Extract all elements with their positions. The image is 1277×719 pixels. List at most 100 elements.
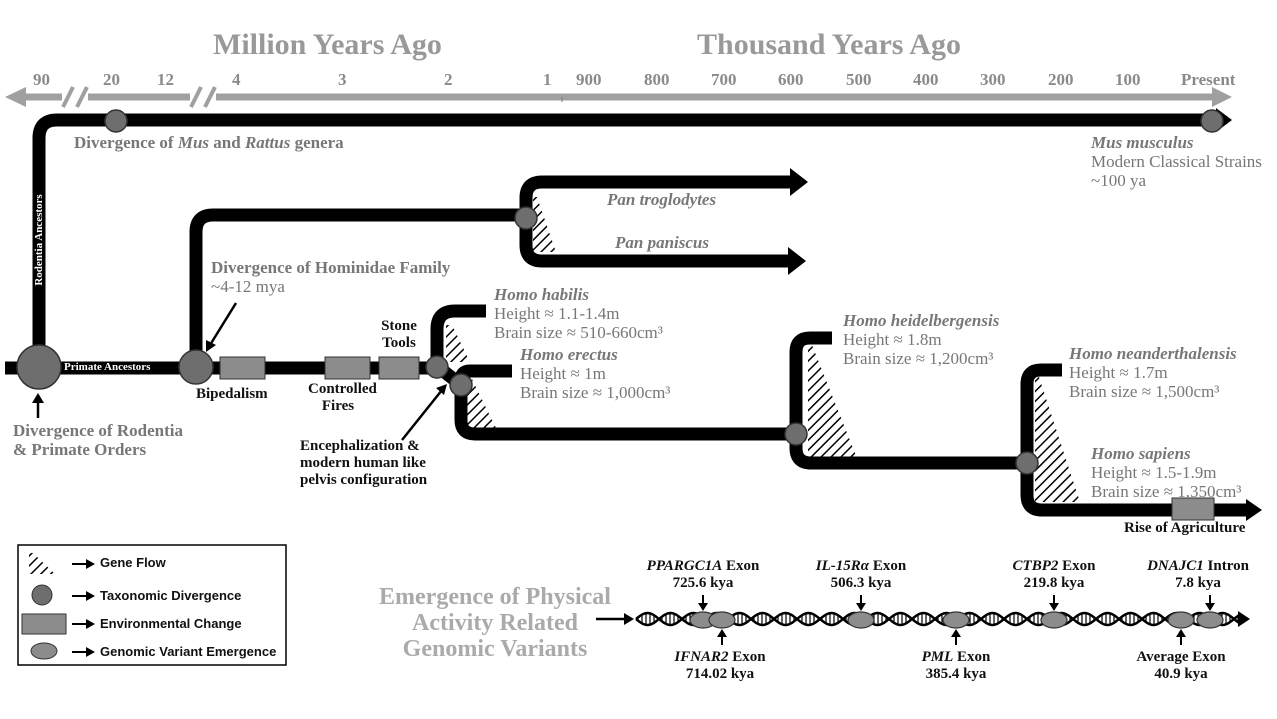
axis-break-2 — [189, 86, 217, 108]
tick-label: 20 — [103, 70, 120, 89]
gene-flow-pan — [533, 197, 556, 252]
homo-heidelbergensis-lineage — [789, 331, 832, 434]
pan-paniscus-lineage — [519, 215, 792, 268]
tick-label: 600 — [778, 70, 804, 89]
timeline-axis — [5, 86, 1232, 108]
legend-gene-flow-swatch — [29, 553, 55, 574]
tick-label: 900 — [576, 70, 602, 89]
variant-arrows — [698, 595, 1215, 645]
tick-label: 90 — [33, 70, 50, 89]
tick-label: 3 — [338, 70, 347, 89]
node-pan — [514, 206, 538, 230]
mus-musculus-label: Mus musculus Modern Classical Strains ~1… — [1091, 133, 1262, 191]
tick-label: 12 — [157, 70, 174, 89]
legend-environmental-change: Environmental Change — [100, 616, 242, 631]
variant-label-ifnar2: IFNAR2 Exon 714.02 kya — [674, 649, 766, 682]
pan-troglodytes-label: Pan troglodytes — [607, 190, 717, 209]
controlled-fires-label: Controlled Fires — [308, 381, 377, 414]
mus-rattus-label: Divergence of Mus and Rattus genera — [74, 133, 344, 152]
axis-break-1 — [61, 86, 89, 108]
node-mus-musculus — [1200, 109, 1224, 133]
node-mus-rattus — [104, 109, 128, 133]
stone-tools-label: Stone Tools — [381, 318, 417, 351]
tick-label: 1 — [543, 70, 552, 89]
variant-pml — [942, 611, 970, 629]
variant-ctbp2 — [1040, 611, 1068, 629]
lineage-lines — [5, 113, 1248, 517]
rodentia-ancestors-label: Rodentia Ancestors — [32, 194, 45, 286]
legend-divergence-swatch — [31, 584, 53, 606]
homo-erectus-lineage — [454, 385, 796, 441]
variant-label-il15ra: IL-15Rα Exon 506.3 kya — [815, 558, 907, 591]
env-box-bipedalism — [219, 356, 266, 380]
legend-genomic-variant: Genomic Variant Emergence — [100, 644, 277, 659]
homo-habilis-label: Homo habilis Height ≈ 1.1-1.4m Brain siz… — [494, 285, 663, 343]
env-box-fires — [324, 356, 371, 380]
gene-flow-neanderthalensis — [1035, 377, 1080, 502]
homo-neanderthalensis-label: Homo neanderthalensis Height ≈ 1.7m Brai… — [1069, 344, 1237, 402]
annotation-arrows — [32, 302, 447, 441]
variant-ifnar2 — [708, 611, 736, 629]
tick-label: 700 — [711, 70, 737, 89]
homo-neanderthalensis-lineage — [1020, 363, 1062, 463]
rodentia-primate-label: Divergence of Rodentia & Primate Orders — [13, 421, 183, 460]
node-neanderthalensis — [1015, 451, 1039, 475]
tick-label: 300 — [980, 70, 1006, 89]
variant-dnajc1 — [1196, 611, 1224, 629]
node-heidelbergensis — [784, 422, 808, 446]
rise-agriculture-label: Rise of Agriculture — [1124, 520, 1246, 536]
hominidae-lineage — [189, 208, 526, 366]
variant-label-ppargc1a: PPARGC1A Exon 725.6 kya — [646, 558, 760, 591]
tick-label: 400 — [913, 70, 939, 89]
variant-label-ctbp2: CTBP2 Exon 219.8 kya — [1012, 558, 1096, 591]
thousand-years-header: Thousand Years Ago — [697, 28, 961, 61]
primate-ancestors-label: Primate Ancestors — [64, 361, 151, 373]
hominidae-label: Divergence of Hominidae Family ~4-12 mya — [211, 258, 451, 297]
tick-label: 4 — [232, 70, 241, 89]
tick-label: Present — [1181, 70, 1236, 89]
gene-flow-habilis — [446, 325, 470, 362]
node-habilis — [425, 355, 449, 379]
dna-helix — [596, 595, 1250, 645]
tick-label: 500 — [846, 70, 872, 89]
tick-label: 2 — [444, 70, 453, 89]
tick-label: 100 — [1115, 70, 1141, 89]
legend-taxonomic-divergence: Taxonomic Divergence — [100, 588, 242, 603]
environmental-boxes — [219, 356, 1215, 521]
legend-env-swatch — [21, 613, 67, 635]
hominin-lineage-mid — [789, 434, 1027, 470]
legend-gene-flow: Gene Flow — [100, 555, 166, 570]
tick-label: 200 — [1048, 70, 1074, 89]
variant-label-pml: PML Exon 385.4 kya — [921, 649, 991, 682]
legend-box — [17, 544, 287, 666]
variant-ellipses — [689, 611, 1224, 629]
homo-erectus-label: Homo erectus Height ≈ 1m Brain size ≈ 1,… — [520, 345, 671, 403]
variants-title: Emergence of Physical Activity Related G… — [379, 584, 611, 662]
env-box-agriculture — [1171, 497, 1215, 521]
gene-flow-erectus — [465, 375, 496, 428]
tick-label: 800 — [644, 70, 670, 89]
homo-sapiens-lineage — [1020, 463, 1248, 517]
homo-sapiens-label: Homo sapiens Height ≈ 1.5-1.9m Brain siz… — [1091, 444, 1242, 502]
variant-label-average: Average Exon 40.9 kya — [1136, 649, 1226, 682]
rodent-lineage — [32, 113, 1218, 366]
variant-label-dnajc1: DNAJC1 Intron 7.8 kya — [1147, 558, 1249, 591]
variant-il15ra — [847, 611, 875, 629]
homo-heidelbergensis-label: Homo heidelbergensis Height ≈ 1.8m Brain… — [843, 311, 1000, 369]
million-years-header: Million Years Ago — [213, 28, 442, 61]
legend-variant-swatch — [30, 642, 58, 660]
divergence-nodes — [16, 109, 1224, 475]
encephalization-label: Encephalization & modern human like pelv… — [300, 438, 428, 488]
gene-flow-wedges — [446, 197, 1080, 502]
env-box-tools — [378, 356, 420, 380]
pan-troglodytes-lineage — [519, 175, 792, 215]
node-erectus — [449, 373, 473, 397]
homo-habilis-lineage — [430, 304, 486, 366]
node-hominidae — [178, 349, 214, 385]
variant-average — [1167, 611, 1195, 629]
pan-paniscus-label: Pan paniscus — [615, 233, 709, 252]
node-rodentia-primate — [16, 344, 62, 390]
gene-flow-heidelbergensis — [808, 345, 857, 458]
bipedalism-label: Bipedalism — [196, 386, 268, 402]
